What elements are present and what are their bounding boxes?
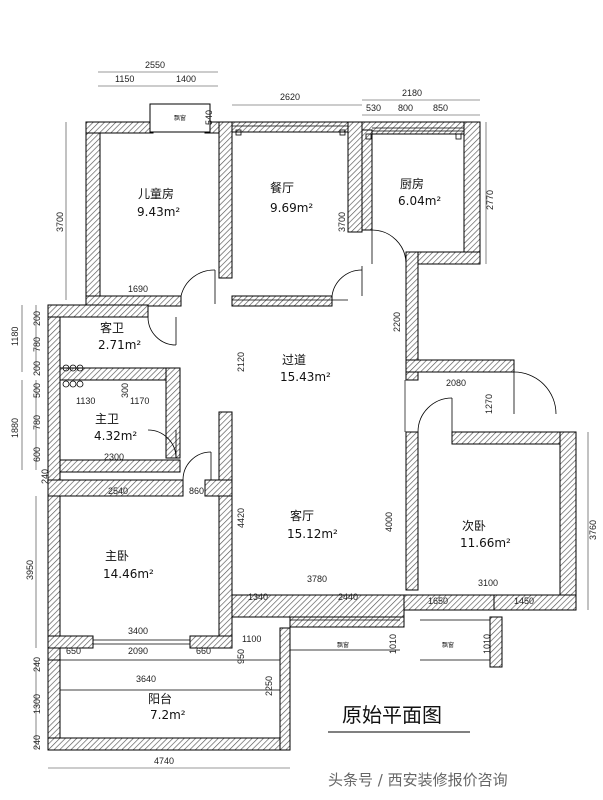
room-name-second-bedroom: 次卧 (462, 519, 486, 533)
dim-text: 2200 (392, 312, 402, 332)
dim-text: 300 (120, 383, 130, 398)
dim-text: 860 (189, 486, 204, 496)
dim-text: 1400 (176, 74, 196, 84)
dim-text: 240 (32, 657, 42, 672)
dim-text: 240 (40, 469, 50, 484)
dim-text: 200 (32, 311, 42, 326)
dim-text: 200 (32, 361, 42, 376)
room-name-living: 客厅 (290, 508, 314, 523)
dim-text: 2550 (145, 60, 165, 70)
dim-text: 2440 (338, 592, 358, 602)
room-area-kids-room: 9.43m² (137, 205, 180, 219)
dim-text: 1010 (388, 634, 398, 654)
room-labels: 儿童房 9.43m² 餐厅 9.69m² 厨房 6.04m² 客卫 2.71m²… (94, 176, 511, 722)
dim-text: 1130 (76, 396, 95, 406)
dim-text: 4000 (384, 512, 394, 532)
dim-text: 2120 (236, 352, 246, 372)
dim-text: 1650 (428, 596, 448, 606)
dim-text: 3760 (588, 520, 598, 540)
room-area-guest-bath: 2.71m² (98, 338, 141, 352)
dim-text: 780 (32, 337, 42, 352)
bay-window-label-living: 飘窗 (337, 641, 349, 649)
dim-text: 540 (204, 110, 214, 125)
room-area-balcony: 7.2m² (150, 708, 186, 722)
room-area-second-bedroom: 11.66m² (460, 536, 511, 550)
dim-text: 1270 (484, 394, 494, 414)
room-name-hallway: 过道 (282, 353, 306, 367)
dim-text: 1100 (242, 634, 261, 644)
room-area-living: 15.12m² (287, 527, 338, 541)
dim-text: 4740 (154, 756, 174, 766)
bay-window-labels: 飘窗 飘窗 飘窗 (174, 114, 454, 649)
room-area-kitchen: 6.04m² (398, 194, 441, 208)
dim-text: 240 (32, 735, 42, 750)
dim-text: 2080 (446, 378, 466, 388)
room-name-guest-bath: 客卫 (100, 320, 124, 335)
dim-text: 1180 (10, 327, 20, 346)
room-area-master-bath: 4.32m² (94, 429, 137, 443)
dim-text: 1150 (115, 74, 134, 84)
dim-text: 500 (32, 383, 42, 398)
bay-window-label-kids: 飘窗 (174, 114, 186, 122)
dim-text: 3780 (307, 574, 327, 584)
dim-text: 2770 (485, 190, 495, 210)
dim-text: 1880 (10, 418, 20, 438)
plan-title: 原始平面图 (342, 703, 442, 727)
dim-text: 3700 (337, 212, 347, 232)
dim-text: 780 (32, 415, 42, 430)
windows (60, 125, 490, 691)
dimension-texts: 2550 1150 1400 2620 2180 530 800 850 540… (10, 60, 598, 766)
dim-text: 1300 (32, 694, 42, 714)
dim-text: 2180 (402, 88, 422, 98)
dim-text: 1690 (128, 284, 148, 294)
dim-text: 3700 (55, 212, 65, 232)
dim-text: 3640 (136, 674, 156, 684)
dim-text: 3400 (128, 626, 148, 636)
room-area-dining: 9.69m² (270, 201, 313, 215)
dim-text: 1450 (514, 596, 534, 606)
dimension-lines (21, 71, 589, 769)
dim-text: 950 (236, 649, 246, 664)
room-area-master-bedroom: 14.46m² (103, 567, 154, 581)
dim-text: 1010 (482, 634, 492, 654)
dim-text: 530 (366, 103, 381, 113)
bay-window-label-second: 飘窗 (442, 641, 454, 649)
dim-text: 2250 (264, 676, 274, 696)
dim-text: 800 (398, 103, 413, 113)
room-name-dining: 餐厅 (270, 180, 294, 195)
room-name-kids-room: 儿童房 (138, 186, 174, 201)
dim-text: 3100 (478, 578, 498, 588)
dim-text: 4420 (236, 508, 246, 528)
dim-text: 660 (196, 646, 211, 656)
watermark-text: 头条号 / 西安装修报价咨询 (328, 771, 508, 789)
dim-text: 600 (32, 447, 42, 462)
dim-text: 2300 (104, 452, 124, 462)
dim-text: 650 (66, 646, 81, 656)
room-name-balcony: 阳台 (148, 691, 172, 706)
room-name-master-bath: 主卫 (95, 412, 119, 426)
dim-text: 2540 (108, 486, 128, 496)
dim-text: 850 (433, 103, 448, 113)
doors (147, 229, 557, 481)
room-name-master-bedroom: 主卧 (105, 549, 129, 563)
room-area-hallway: 15.43m² (280, 370, 331, 384)
dim-text: 2090 (128, 646, 148, 656)
dim-text: 3950 (25, 560, 35, 580)
dim-text: 1340 (248, 592, 268, 602)
dim-text: 1170 (130, 396, 149, 406)
dim-text: 2620 (280, 92, 300, 102)
room-name-kitchen: 厨房 (400, 176, 424, 191)
bath-fixtures (62, 129, 462, 388)
